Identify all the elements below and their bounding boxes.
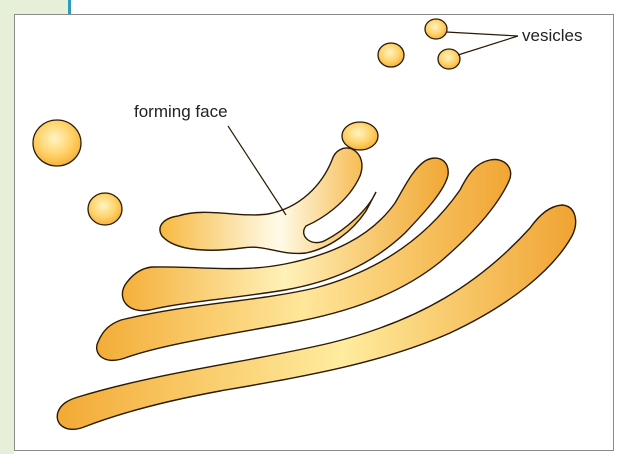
vesicle-small-left xyxy=(88,193,122,225)
leader-vesicle-top xyxy=(446,32,518,36)
vesicle-right xyxy=(438,49,460,69)
label-forming-face: forming face xyxy=(134,102,228,122)
cisterna-forming-face xyxy=(160,148,376,253)
vesicle-budding xyxy=(342,122,378,150)
vesicle-left xyxy=(378,43,404,67)
vesicle-large xyxy=(33,120,81,166)
leader-vesicle-right xyxy=(458,36,518,55)
vesicle-top xyxy=(425,19,447,39)
label-vesicles: vesicles xyxy=(522,26,582,46)
leader-forming-face xyxy=(228,126,286,215)
